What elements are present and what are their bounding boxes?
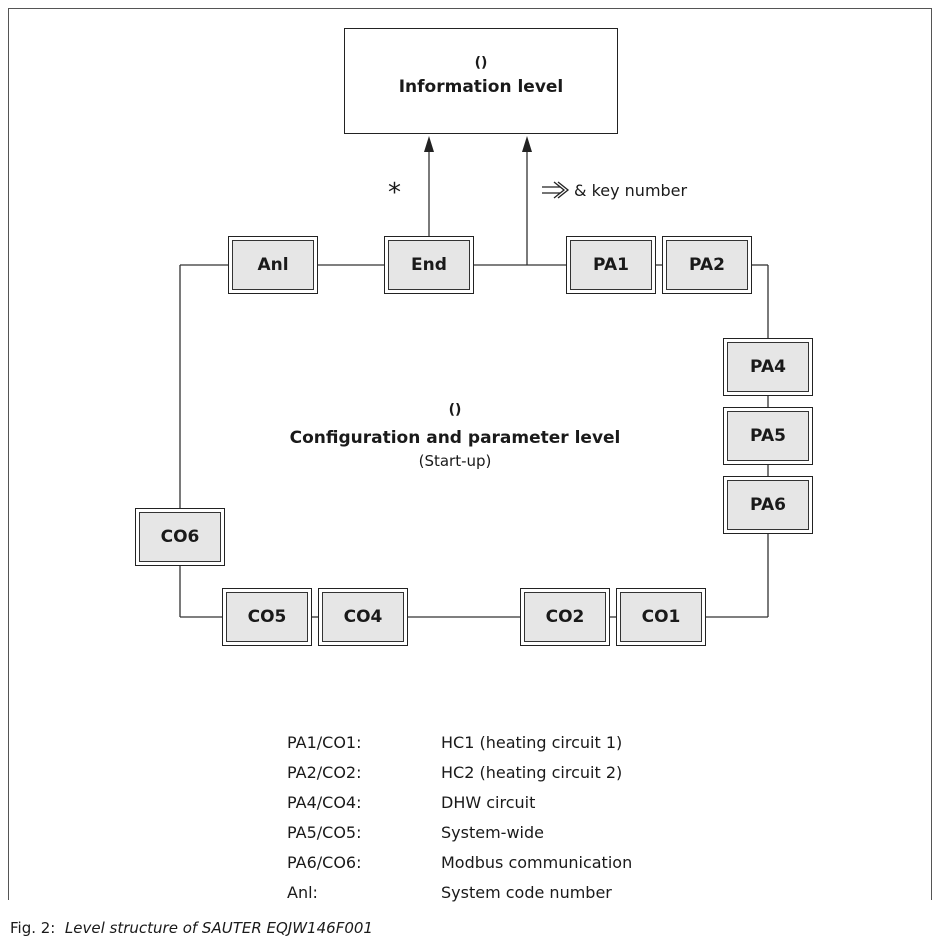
legend-row: PA6/CO6: Modbus communication (287, 853, 632, 883)
node-co5: CO5 (222, 588, 312, 646)
legend-value: DHW circuit (441, 793, 536, 812)
legend-key: PA1/CO1: (287, 733, 362, 752)
info-level-symbol: () (474, 55, 488, 71)
legend-value: System code number (441, 883, 612, 902)
node-co6: CO6 (135, 508, 225, 566)
node-end: End (384, 236, 474, 294)
legend-row: PA2/CO2: HC2 (heating circuit 2) (287, 763, 632, 793)
node-pa1: PA1 (566, 236, 656, 294)
node-co2: CO2 (520, 588, 610, 646)
legend-value: System-wide (441, 823, 544, 842)
legend: PA1/CO1: HC1 (heating circuit 1) PA2/CO2:… (287, 733, 632, 913)
legend-key: PA6/CO6: (287, 853, 362, 872)
legend-value: HC1 (heating circuit 1) (441, 733, 623, 752)
configuration-level-label: () Configuration and parameter level (St… (260, 402, 650, 470)
enter-arrow-icon (542, 181, 570, 199)
caption-label: Fig. 2: (10, 919, 56, 937)
legend-value: Modbus communication (441, 853, 633, 872)
node-co4: CO4 (318, 588, 408, 646)
legend-key: PA2/CO2: (287, 763, 362, 782)
legend-row: Anl: System code number (287, 883, 632, 913)
node-pa5: PA5 (723, 407, 813, 465)
information-level-box: () Information level (344, 28, 618, 134)
key-number-annotation: & key number (540, 180, 687, 200)
node-pa2: PA2 (662, 236, 752, 294)
config-level-subtitle: (Start-up) (418, 452, 492, 470)
star-annotation: * (388, 178, 401, 208)
legend-row: PA1/CO1: HC1 (heating circuit 1) (287, 733, 632, 763)
figure-frame (8, 8, 932, 900)
legend-row: PA4/CO4: DHW circuit (287, 793, 632, 823)
config-level-symbol: () (448, 402, 462, 418)
legend-key: Anl: (287, 883, 318, 902)
node-pa6: PA6 (723, 476, 813, 534)
figure-caption: Fig. 2: Level structure of SAUTER EQJW14… (10, 919, 373, 937)
node-pa4: PA4 (723, 338, 813, 396)
node-co1: CO1 (616, 588, 706, 646)
key-number-label: & key number (574, 180, 688, 200)
legend-key: PA4/CO4: (287, 793, 362, 812)
info-level-title: Information level (398, 77, 564, 97)
legend-row: PA5/CO5: System-wide (287, 823, 632, 853)
config-level-title: Configuration and parameter level (289, 428, 621, 448)
legend-key: PA5/CO5: (287, 823, 362, 842)
node-anl: Anl (228, 236, 318, 294)
caption-text: Level structure of SAUTER EQJW146F001 (64, 919, 373, 937)
legend-value: HC2 (heating circuit 2) (441, 763, 623, 782)
